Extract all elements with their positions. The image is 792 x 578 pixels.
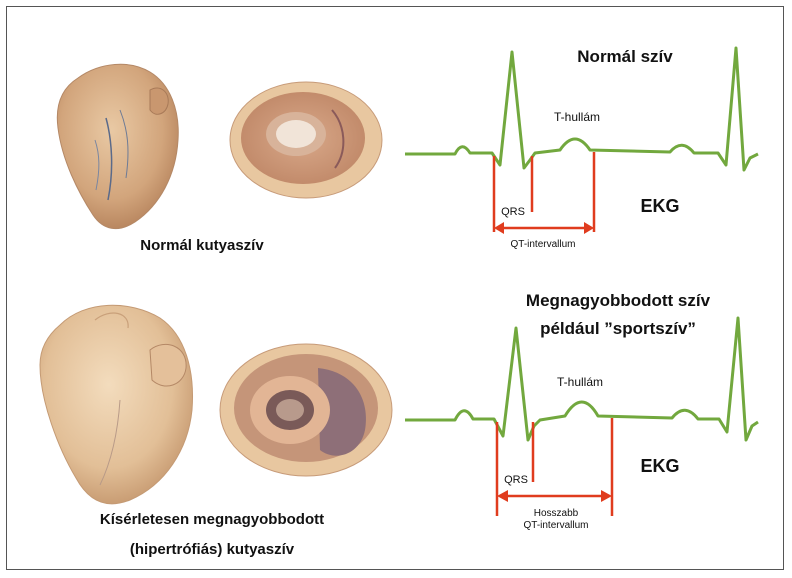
normal-heart-slice-image [230,82,382,198]
normal-ekg-trace [405,48,758,170]
normal-qt-interval-label: QT-intervallum [510,239,575,250]
normal-heart-caption: Normál kutyaszív [140,237,264,254]
normal-ekg-label: EKG [640,196,679,216]
normal-t-wave-label: T-hullám [554,110,600,124]
enlarged-ekg-label: EKG [640,456,679,476]
enlarged-heart-caption-line1: Kísérletesen megnagyobbodott [100,511,324,528]
enlarged-qt-markers [497,418,612,516]
enlarged-heart-title-line2: például ”sportszív” [540,319,696,338]
enlarged-heart-slice-image [220,344,392,476]
normal-qrs-label: QRS [501,206,525,218]
enlarged-heart-title-line1: Megnagyobbodott szív [526,291,711,310]
normal-heart-image [57,64,178,228]
enlarged-t-wave-label: T-hullám [557,375,603,389]
enlarged-heart-image [40,305,193,504]
enlarged-qrs-label: QRS [504,474,528,486]
enlarged-qt-label-line1: Hosszabb [534,508,579,519]
enlarged-qt-label-line2: QT-intervallum [523,520,588,531]
normal-heart-title: Normál szív [577,47,673,66]
normal-qt-markers [494,152,594,234]
enlarged-heart-caption-line2: (hipertrófiás) kutyaszív [130,541,295,558]
